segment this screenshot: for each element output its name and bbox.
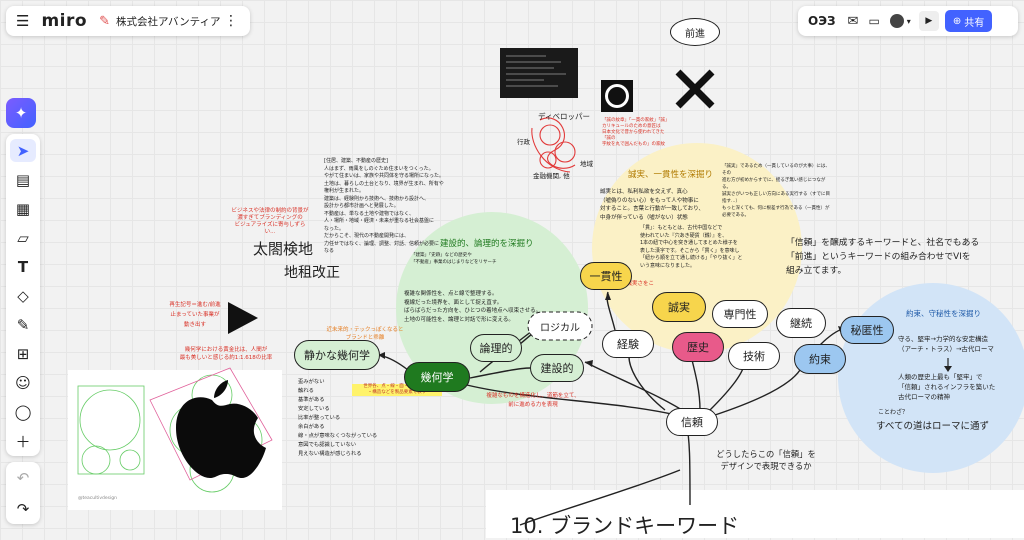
section-card bbox=[486, 490, 1024, 538]
shinrai-caption: どうしたらこの「信頼」を デザインで表現できるか bbox=[716, 449, 816, 471]
ikkan-title: 誠実、一貫性を深掘り bbox=[628, 170, 714, 180]
board-name[interactable]: 株式会社アバンティア bbox=[115, 15, 221, 28]
node-himitsu[interactable]: 秘匿性 bbox=[840, 316, 894, 344]
hamburger-menu-icon[interactable]: ☰ bbox=[16, 12, 30, 30]
template-icon[interactable]: ▤ bbox=[15, 170, 31, 189]
developer-label: ディベロッパー bbox=[538, 112, 590, 121]
chevron-down-icon[interactable]: ▾ bbox=[906, 16, 911, 26]
globe-icon: ⊕ bbox=[952, 15, 962, 27]
frame-icon[interactable]: ⊞ bbox=[16, 345, 30, 364]
keisetsu-title: 建設的、論理的を深掘り bbox=[440, 239, 534, 249]
ikkan-side-note: 「誠実」であるため（一貫しているのが大事）には、その 進む方が初めからすでに、揺… bbox=[722, 164, 831, 218]
icon-description: 「誠の紋章」「一貫の家紋」「誠」 カリキュールのための意匠は 日本文化で昔から使… bbox=[602, 118, 670, 147]
kinyu-label: 金融機関, 他 bbox=[533, 172, 570, 180]
node-kikagaku[interactable]: 幾何学 bbox=[404, 362, 470, 392]
node-ikkansei[interactable]: 一貫性 bbox=[580, 262, 632, 290]
kika-list: 歪みがない 触れる 基準がある 安定している 比率が整っている 余白がある 線・… bbox=[298, 379, 378, 457]
zenshin-node[interactable]: 前進 bbox=[670, 18, 720, 46]
red-note-structure: 複雑なものを構造化し、道筋を立て、 前に進める力を表現 bbox=[486, 393, 580, 408]
brand-question: 「信頼」を醸成するキーワードと、社名でもある 「前進」というキーワードの組み合わ… bbox=[786, 238, 980, 276]
plus-icon[interactable]: ＋ bbox=[15, 432, 31, 451]
miro-logo[interactable]: miro bbox=[41, 11, 88, 31]
ai-button[interactable]: ✦ bbox=[6, 98, 36, 128]
node-logical[interactable]: ロジカル bbox=[540, 322, 580, 334]
node-kensetsuteki[interactable]: 建設的 bbox=[530, 354, 584, 382]
gyoseki-label: 行政 bbox=[517, 138, 530, 146]
sparkle-ai-icon: ✦ bbox=[14, 104, 28, 122]
node-shizukana[interactable]: 静かな幾何学 bbox=[294, 340, 380, 370]
shapes-icon[interactable]: ◇ bbox=[17, 287, 29, 306]
yakusoku-title: 約束、守秘性を深掘り bbox=[906, 309, 981, 318]
sticky-note-icon[interactable]: ▱ bbox=[17, 228, 29, 247]
ikkan-text-2: 「貫」：もともとは、古代中国などで 使われていた『穴あき硬貨（銭）』を、 1本の… bbox=[640, 225, 743, 269]
red-note-replay: 再生記号＝進む/前進 止まっていた事業が 動き出す bbox=[169, 302, 221, 328]
yakusoku-text-1: 守る、堅牢→力学的な安定構造 （アーチ・トラス）→古代ローマ bbox=[898, 335, 994, 353]
node-rekishi[interactable]: 歴史 bbox=[672, 332, 724, 362]
yakusoku-circle bbox=[838, 283, 1024, 473]
red-note-golden-ratio: 幾何学における黄金比は、人間が 最も美しいと感じる約1:1.618の比率 bbox=[179, 347, 273, 361]
pencil-icon: ✎ bbox=[99, 13, 110, 29]
collab-panel: ОЭЗ ✉ ▭ ▾ ▶ ⊕ 共有 bbox=[798, 6, 1018, 36]
node-gijutsu[interactable]: 技術 bbox=[728, 342, 780, 370]
ikkan-text: 誠実とは、私利私欲を交えず、真心 （嘘偽りのない心）をもって人や物事に 対するこ… bbox=[600, 189, 704, 221]
node-seijitsu[interactable]: 誠実 bbox=[652, 292, 706, 322]
orange-note: 近未来的・テックっぽくなると ブランドと乖離 bbox=[326, 327, 404, 341]
yakusoku-text-2: 人類の歴史上最も「堅牢」で 「信頼」されるインフラを築いた 古代ローマの精神 bbox=[898, 373, 996, 401]
text-icon[interactable]: T bbox=[17, 257, 29, 276]
keisetsu-text: 複雑な関係性を、点と線で整理する。 複線だった境界を、面として捉え直す。 ばらば… bbox=[404, 291, 542, 323]
share-button[interactable]: ⊕ 共有 bbox=[944, 10, 993, 32]
history-doc-note: 「建築」「史跡」などの歴史や 「不動産」事業のはじまりなどをリサーチ bbox=[411, 253, 497, 265]
red-note-seijitsu: 誠実ー誠実さをこ bbox=[610, 281, 655, 287]
emoji-icon[interactable]: ☺ bbox=[15, 374, 31, 393]
redo-icon[interactable]: ↷ bbox=[16, 499, 30, 518]
board-header-panel: ☰ miro ✎ 株式会社アバンティア ⋮ bbox=[6, 6, 250, 36]
comment-icon[interactable]: ◯ bbox=[14, 403, 32, 422]
chiso-text: 地租改正 bbox=[284, 265, 340, 281]
node-shinrai[interactable]: 信頼 bbox=[666, 408, 718, 436]
history-doc: [住居、建築、不動産の歴史] 人はまず、雨風をしのぐため住まいをつくった。 やが… bbox=[324, 158, 445, 254]
table-icon[interactable]: ▦ bbox=[15, 199, 31, 218]
red-note-legal: ビジネスや法律の制約の背景が 濃すぎてブランディングの ビジュアライズに寄与しず… bbox=[231, 208, 309, 235]
node-keiken[interactable]: 経験 bbox=[602, 330, 654, 358]
node-keizoku[interactable]: 継続 bbox=[776, 308, 826, 338]
tochi-label: 地域 bbox=[580, 160, 593, 168]
kotowaza-label: ことわざ？ bbox=[878, 409, 909, 416]
video-icon[interactable]: ▭ bbox=[868, 14, 880, 28]
node-senmonsei[interactable]: 専門性 bbox=[712, 300, 768, 328]
kotowaza-text: すべての道はローマに通ず bbox=[876, 421, 989, 432]
node-ronriteki[interactable]: 論理的 bbox=[470, 334, 522, 362]
taiko-text: 太閤検地 bbox=[253, 240, 314, 258]
kebab-menu-icon[interactable]: ⋮ bbox=[224, 13, 238, 29]
left-toolbar: ➤ ▤ ▦ ▱ T ◇ ✎ ⊞ ☺ ◯ ＋ bbox=[6, 134, 40, 456]
undo-redo-panel: ↶ ↷ bbox=[6, 462, 40, 524]
share-label: 共有 bbox=[964, 17, 985, 29]
avatar[interactable] bbox=[889, 14, 904, 28]
pen-icon[interactable]: ✎ bbox=[16, 316, 30, 335]
user-badge[interactable]: ОЭЗ bbox=[808, 14, 836, 28]
apple-caption: @teacultivdesign bbox=[78, 496, 117, 501]
section-title: 10. ブランドキーワード bbox=[510, 514, 740, 538]
node-yakusoku[interactable]: 約束 bbox=[794, 344, 846, 374]
undo-icon[interactable]: ↶ bbox=[16, 468, 30, 487]
play-icon[interactable]: ▶ bbox=[918, 11, 939, 31]
cursor-icon[interactable]: ➤ bbox=[10, 139, 36, 163]
chat-icon[interactable]: ✉ bbox=[847, 13, 859, 29]
